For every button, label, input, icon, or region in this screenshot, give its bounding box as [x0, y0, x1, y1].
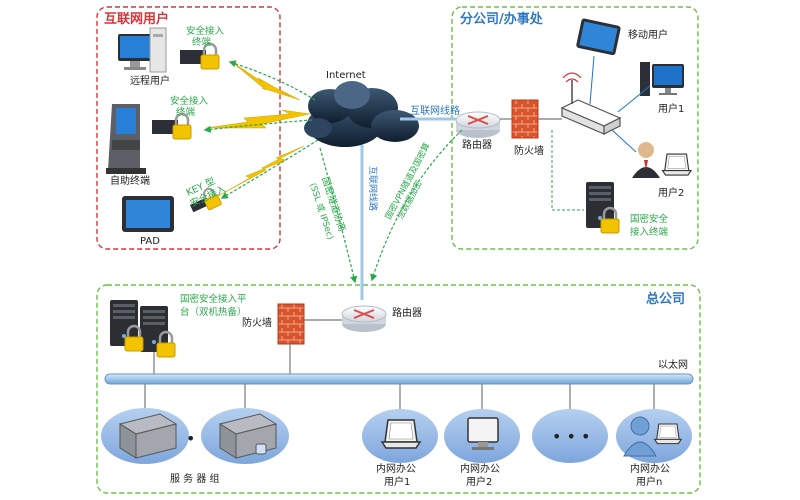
secure-terminal-2-icon	[152, 112, 193, 141]
secure-terminal-2-line2: 终端	[176, 106, 196, 118]
mobile-user-tablet-icon	[576, 18, 621, 56]
gm-terminal-line2: 接入终端	[630, 226, 669, 238]
branch-router-label: 路由器	[462, 138, 492, 151]
office-user2-monitor-icon	[467, 417, 499, 450]
self-service-label: 自助终端	[110, 174, 150, 187]
office-user1-laptop-icon	[381, 419, 421, 449]
mobile-user-label: 移动用户	[628, 28, 668, 41]
ethernet-label: 以太网	[658, 358, 688, 371]
branch-firewall-label: 防火墙	[514, 144, 544, 157]
office-user2-line1: 内网办公	[460, 462, 500, 475]
branch-firewall-icon	[511, 99, 539, 139]
office-user1-line1: 内网办公	[376, 462, 416, 475]
user1-pc-icon	[640, 62, 684, 96]
hq-title: 总公司	[646, 291, 685, 307]
remote-user-computer-icon	[118, 27, 167, 73]
secure-terminal-1-line2: 终端	[192, 36, 212, 48]
office-usern-line1: 内网办公	[630, 462, 670, 475]
branch-region	[451, 6, 699, 250]
secure-terminal-2-line1: 安全接入	[170, 95, 209, 107]
secure-terminal-1-icon	[180, 42, 221, 71]
internet-label: Internet	[326, 70, 366, 81]
gm-terminal-server-icon	[586, 182, 621, 235]
internet-dashed-links	[203, 60, 319, 199]
server-2-icon	[218, 413, 278, 459]
hq-platform-servers-icon	[110, 300, 177, 359]
hq-link-label: 互联网线路	[367, 166, 379, 211]
key-terminal-icon	[190, 185, 223, 213]
hq-region	[96, 284, 701, 494]
self-service-kiosk-icon	[106, 104, 146, 174]
tunnel-dashed-links	[319, 129, 463, 284]
internet-users-title: 互联网用户	[104, 11, 169, 27]
branch-router-icon	[455, 111, 501, 139]
branch-title: 分公司/办事处	[460, 11, 544, 27]
user2-label: 用户2	[658, 186, 684, 199]
server-group-label: 服 务 器 组	[170, 472, 220, 485]
office-dots-ellipse	[532, 409, 608, 463]
internet-users-region	[96, 6, 281, 250]
pad-label: PAD	[140, 236, 160, 247]
lightning-links	[205, 61, 311, 197]
gm-terminal-line1: 国密安全	[630, 213, 669, 225]
ethernet-bus	[104, 373, 694, 385]
branch-link-label: 互联网线路	[410, 104, 460, 117]
office-dots: • • •	[552, 427, 590, 446]
hq-platform-line1: 国密安全接入平	[180, 293, 247, 305]
branch-switch-icon	[560, 72, 622, 135]
user2-person-icon	[632, 142, 692, 178]
hq-router-icon	[341, 305, 387, 333]
hq-platform-line2: 台（双机热备）	[180, 306, 247, 318]
pad-tablet-icon	[122, 196, 174, 232]
remote-user-label: 远程用户	[130, 74, 170, 87]
office-usern-person-icon	[623, 416, 682, 457]
office-user2-line2: 用户2	[466, 475, 492, 488]
office-usern-line2: 用户n	[636, 475, 662, 488]
hq-router-label: 路由器	[392, 306, 422, 319]
secure-terminal-1-line1: 安全接入	[186, 25, 225, 37]
hq-firewall-icon	[277, 303, 305, 345]
server-1-icon	[118, 413, 178, 459]
user1-label: 用户1	[658, 102, 684, 115]
office-user1-line2: 用户1	[384, 475, 410, 488]
hq-firewall-label: 防火墙	[242, 316, 272, 329]
internet-cloud-icon	[304, 81, 419, 147]
